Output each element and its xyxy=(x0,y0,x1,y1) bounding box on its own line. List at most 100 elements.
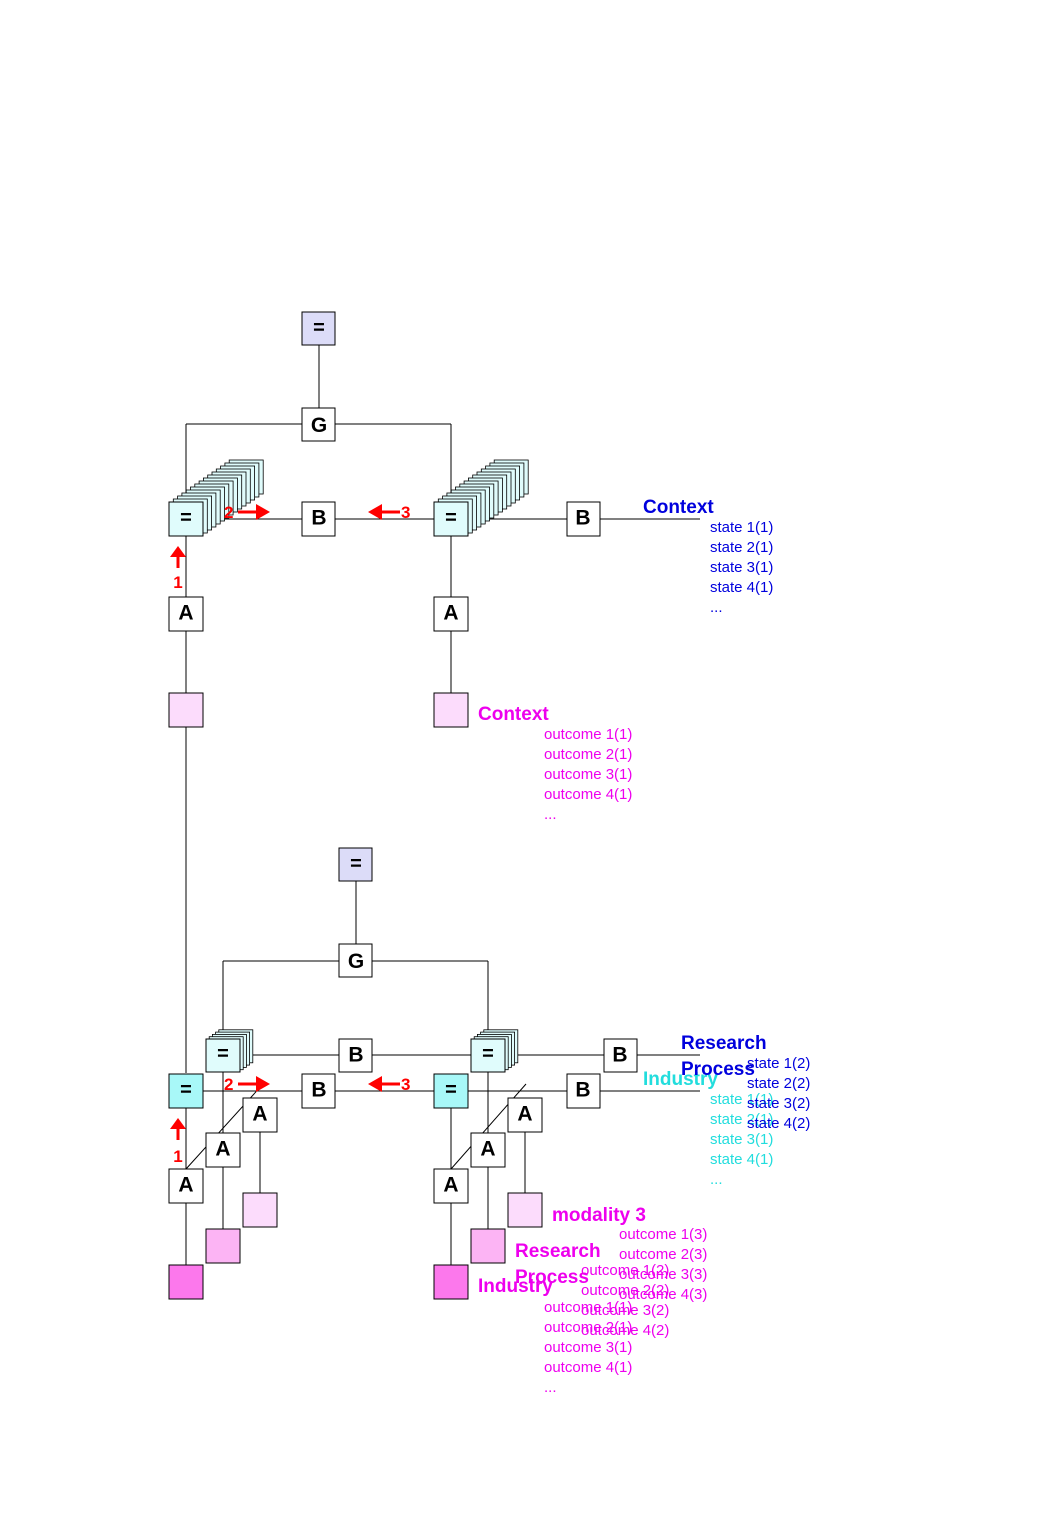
bottom-state-research-list: state 1(2)state 2(2)state 3(2)state 4(2) xyxy=(747,1055,810,1132)
top-left-decision-node xyxy=(168,501,204,537)
bottom-upper-belief-label-right: B xyxy=(612,1044,627,1067)
list-item: ... xyxy=(544,806,557,823)
bottom-left-observation-node-1 xyxy=(168,1264,204,1300)
bottom-utility-label: = xyxy=(350,853,362,875)
list-item: outcome 4(3) xyxy=(619,1286,707,1303)
top-belief-label-right: B xyxy=(575,507,590,530)
bottom-state-industry-title: Industry xyxy=(643,1069,718,1090)
list-item: state 2(1) xyxy=(710,1111,773,1128)
bottom-right-action-label-1: A xyxy=(443,1174,458,1197)
list-item: state 4(1) xyxy=(710,1151,773,1168)
list-item: outcome 4(1) xyxy=(544,786,632,803)
bottom-right-action-node-2 xyxy=(470,1132,506,1168)
bottom-state-research-title-line1: Research xyxy=(681,1033,767,1054)
bottom-upper-left-decision-label: = xyxy=(217,1043,229,1065)
list-item: outcome 1(2) xyxy=(581,1262,669,1279)
bottom-left-action-node-1 xyxy=(168,1168,204,1204)
list-item: outcome 4(1) xyxy=(544,1359,632,1376)
top-left-decision-stack xyxy=(172,459,264,534)
top-belief-node-middle xyxy=(301,501,336,537)
bottom-right-observation-node-3 xyxy=(507,1192,543,1228)
bottom-lower-left-decision-node xyxy=(168,1073,204,1109)
bottom-upper-belief-node-right xyxy=(603,1038,638,1073)
top-network: = G = B = B A A 1 2 xyxy=(168,311,773,1073)
bottom-outcome-research-list: outcome 1(2)outcome 2(2)outcome 3(2)outc… xyxy=(581,1262,669,1339)
top-belief-label-middle: B xyxy=(311,507,326,530)
bottom-left-action-node-2 xyxy=(205,1132,241,1168)
list-item: state 2(1) xyxy=(710,539,773,556)
svg-text:3: 3 xyxy=(401,1075,410,1094)
list-item: state 3(1) xyxy=(710,559,773,576)
bottom-right-observation-node-2 xyxy=(470,1228,506,1264)
bottom-left-action-label-1: A xyxy=(178,1174,193,1197)
list-item: outcome 2(2) xyxy=(581,1282,669,1299)
list-item: state 1(2) xyxy=(747,1055,810,1072)
bottom-lower-belief-label-middle: B xyxy=(311,1079,326,1102)
bottom-arrow-3: 3 xyxy=(368,1075,410,1094)
list-item: outcome 1(1) xyxy=(544,726,632,743)
top-right-action-node xyxy=(433,596,469,632)
list-item: outcome 2(1) xyxy=(544,1319,632,1336)
list-item: outcome 2(3) xyxy=(619,1246,707,1263)
bottom-outcome-modality-title: modality 3 xyxy=(552,1205,646,1226)
top-left-observation-node xyxy=(168,692,204,728)
list-item: ... xyxy=(710,1171,723,1188)
top-right-observation-node xyxy=(433,692,469,728)
top-arrow-2: 2 xyxy=(224,503,270,522)
bottom-upper-left-decision-node xyxy=(205,1038,241,1073)
list-item: state 2(2) xyxy=(747,1075,810,1092)
list-item: state 1(1) xyxy=(710,519,773,536)
list-item: outcome 4(2) xyxy=(581,1322,669,1339)
list-item: ... xyxy=(544,1379,557,1396)
list-item: outcome 3(1) xyxy=(544,1339,632,1356)
bottom-left-action-node-3 xyxy=(242,1097,278,1133)
svg-text:2: 2 xyxy=(224,1075,233,1094)
bottom-lower-belief-label-right: B xyxy=(575,1079,590,1102)
top-state-context-list: state 1(1)state 2(1)state 3(1)state 4(1)… xyxy=(710,519,773,616)
bottom-arrow-2: 2 xyxy=(224,1075,270,1094)
svg-text:1: 1 xyxy=(173,1147,182,1166)
bottom-network: = G = B = B = B = B A A A A xyxy=(168,847,810,1396)
bottom-left-observation-node-3 xyxy=(242,1192,278,1228)
bottom-lower-right-decision-label: = xyxy=(445,1079,457,1101)
bottom-outcome-industry-list: outcome 1(1)outcome 2(1)outcome 3(1)outc… xyxy=(544,1299,632,1396)
bottom-outcome-industry-title: Industry xyxy=(478,1276,553,1297)
bottom-outcome-research-title-line1: Research xyxy=(515,1241,601,1262)
svg-text:1: 1 xyxy=(173,573,182,592)
bottom-state-research-title-line2: Process xyxy=(681,1059,755,1080)
top-belief-node-right xyxy=(566,501,601,537)
bottom-left-action-label-2: A xyxy=(215,1138,230,1161)
top-arrow-1: 1 xyxy=(170,546,186,592)
bottom-upper-belief-label-middle: B xyxy=(348,1044,363,1067)
svg-text:3: 3 xyxy=(401,503,410,522)
list-item: outcome 3(3) xyxy=(619,1266,707,1283)
top-left-action-node xyxy=(168,596,204,632)
bottom-left-observation-node-2 xyxy=(205,1228,241,1264)
list-item: state 1(1) xyxy=(710,1091,773,1108)
bottom-upper-right-decision-node xyxy=(470,1038,506,1073)
top-utility-node xyxy=(301,311,336,346)
top-state-context-title: Context xyxy=(643,497,714,518)
list-item: state 3(1) xyxy=(710,1131,773,1148)
bottom-left-action-label-3: A xyxy=(252,1103,267,1126)
bottom-gate-label: G xyxy=(348,950,364,973)
top-outcome-context-list: outcome 1(1)outcome 2(1)outcome 3(1)outc… xyxy=(544,726,632,823)
bottom-lower-left-decision-label: = xyxy=(180,1079,192,1101)
svg-text:2: 2 xyxy=(224,503,233,522)
bottom-right-action-label-2: A xyxy=(480,1138,495,1161)
top-right-decision-label: = xyxy=(445,507,457,529)
bottom-outcome-research-title-line2: Process xyxy=(515,1267,589,1288)
list-item: outcome 2(1) xyxy=(544,746,632,763)
top-gate-label: G xyxy=(311,414,327,437)
bottom-right-action-node-3 xyxy=(507,1097,543,1133)
top-gate-node xyxy=(301,407,336,442)
top-left-decision-label: = xyxy=(180,507,192,529)
top-right-decision-node xyxy=(433,501,469,537)
bottom-right-observation-node-1 xyxy=(433,1264,469,1300)
top-utility-label: = xyxy=(313,317,325,339)
bottom-right-action-label-3: A xyxy=(517,1103,532,1126)
bottom-arrow-1: 1 xyxy=(170,1118,186,1166)
bottom-right-action-node-1 xyxy=(433,1168,469,1204)
top-left-action-label: A xyxy=(178,602,193,625)
